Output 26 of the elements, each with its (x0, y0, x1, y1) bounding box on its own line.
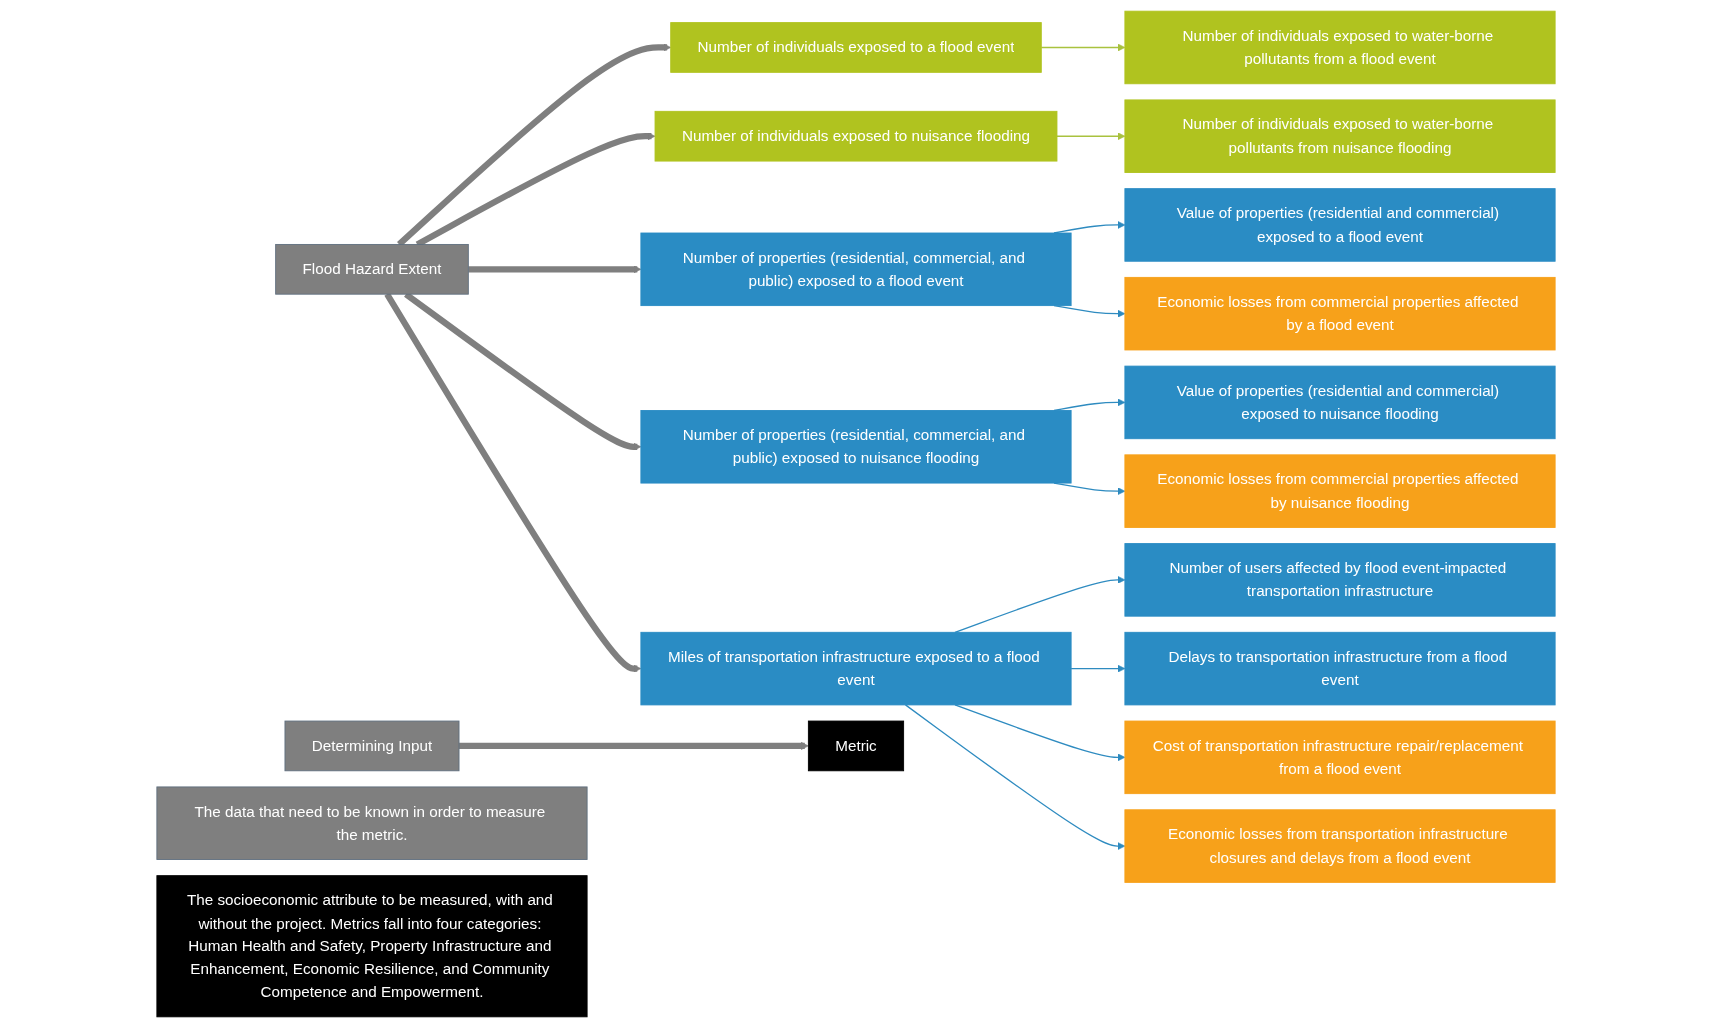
node-box: Miles of transportation infrastructure exposed to a flood event (639, 631, 1072, 706)
arrow (1069, 664, 1125, 673)
node-box: Number of individuals exposed to water-borne pollutants from a flood event (1123, 10, 1556, 85)
node-box: Number of individuals exposed to water-borne pollutants from nuisance flooding (1123, 99, 1556, 173)
node-box: Delays to transportation infrastructure from a flood event (1123, 631, 1556, 706)
node-box: Number of properties (residential, commercial, and public) exposed to a flood event (639, 232, 1072, 307)
node-box: Number of individuals exposed to a flood event (669, 22, 1042, 73)
arrow (904, 704, 1125, 851)
node-box: The socioeconomic attribute to be measured, with and without the project. Metrics fall into four categories: Human Health and Safety, Property Infrastructure and Enhancement, Economic Resilience, and Community Competence and Empowerment. (155, 875, 588, 1018)
node-box: Economic losses from commercial properties affected by nuisance flooding (1123, 454, 1556, 528)
arrow (458, 742, 809, 750)
node-box: The data that need to be known in order to measure the metric. (155, 786, 588, 860)
node-box: Determining Input (284, 720, 459, 772)
node-box: Metric (807, 720, 904, 772)
arrow (467, 265, 641, 274)
arrow (1040, 43, 1125, 52)
node-box: Economic losses from commercial properties affected by a flood event (1123, 276, 1556, 351)
node-box: Value of properties (residential and commercial) exposed to a flood event (1123, 188, 1556, 262)
node-box: Cost of transportation infrastructure repair/replacement from a flood event (1123, 720, 1556, 795)
node-box: Number of users affected by flood event-impacted transportation infrastructure (1123, 543, 1556, 617)
node-box: Number of properties (residential, commercial, and public) exposed to nuisance flooding (639, 410, 1072, 484)
node-box: Economic losses from transportation infrastructure closures and delays from a flood event (1123, 809, 1556, 883)
node-box: Number of individuals exposed to nuisance flooding (654, 110, 1057, 162)
node-box: Value of properties (residential and commercial) exposed to nuisance flooding (1123, 365, 1556, 440)
arrow (1055, 132, 1125, 141)
node-box: Flood Hazard Extent (274, 244, 469, 295)
